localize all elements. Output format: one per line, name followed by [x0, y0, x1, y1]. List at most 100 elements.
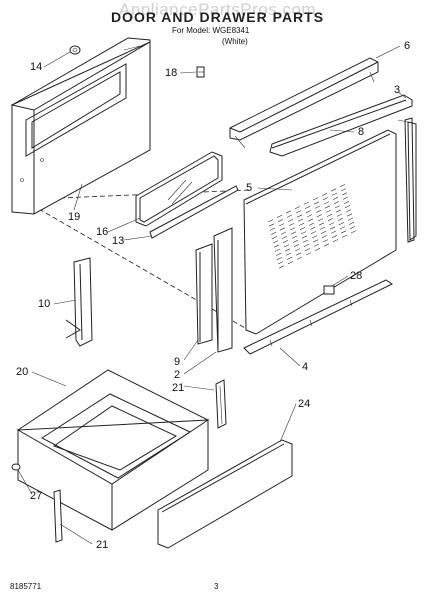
vent-slot [278, 223, 285, 227]
callout-14: 14 [30, 61, 43, 73]
callout-21-upper: 21 [172, 382, 185, 394]
vent-slot [340, 230, 347, 234]
vent-slot [339, 226, 346, 230]
part-9-door-rail [195, 243, 213, 345]
page-number: 3 [214, 582, 219, 591]
vent-slot [298, 222, 305, 226]
vent-slot [341, 234, 348, 238]
vent-slot [328, 222, 335, 226]
vent-slot [285, 210, 292, 214]
vent-slot [331, 192, 338, 196]
part-10-hinge [65, 257, 93, 347]
callout-27: 27 [30, 490, 43, 502]
callout-24: 24 [298, 398, 311, 410]
vent-slot [350, 230, 357, 234]
vent-slot [343, 200, 350, 204]
part-18-clip [196, 66, 205, 78]
part-27-screw [11, 463, 21, 471]
diagram-title: DOOR AND DRAWER PARTS [110, 9, 325, 25]
part-19-inner-door-frame [10, 37, 151, 215]
vent-slot [279, 227, 286, 231]
part-14-screw [69, 45, 81, 55]
vent-slot [306, 214, 313, 218]
vent-slot [287, 218, 294, 222]
vent-slot [349, 226, 356, 230]
callout-16: 16 [96, 226, 109, 238]
vent-slot [322, 239, 329, 243]
vent-slot [294, 206, 301, 210]
callout-5: 5 [246, 182, 253, 194]
vent-slot [289, 227, 296, 231]
part-20-drawer-body [16, 369, 210, 531]
part-24-drawer-panel [157, 439, 293, 549]
vent-slot [269, 227, 276, 231]
vent-slot [303, 243, 310, 247]
part-3-side-trim [404, 117, 417, 243]
vent-slot [284, 248, 291, 252]
part-5-outer-door-panel [243, 129, 397, 335]
vent-slot [345, 209, 352, 213]
vent-slot [286, 214, 293, 218]
callout-4: 4 [302, 361, 309, 373]
vent-slot [282, 240, 289, 244]
callout-3-upper: 3 [394, 84, 401, 96]
part-21-drawer-slide-lower [53, 489, 63, 543]
vent-slot [312, 239, 319, 243]
vent-slot [276, 214, 283, 218]
vent-slot [304, 205, 311, 209]
vent-slot [314, 247, 321, 251]
vent-slot [338, 222, 345, 226]
vent-slot [277, 261, 284, 265]
vent-slot [307, 218, 314, 222]
vent-slot [313, 201, 320, 205]
vent-slot [292, 239, 299, 243]
vent-slot [303, 201, 310, 205]
watermark: AppliancePartsPros.com [118, 0, 317, 19]
vent-slot [267, 219, 274, 223]
callout-8: 8 [358, 126, 365, 138]
callout-18: 18 [165, 67, 178, 79]
vent-slot [293, 244, 300, 248]
vent-slot [323, 201, 330, 205]
callout-21-lower: 21 [96, 539, 109, 551]
model-line: For Model: WGE8341 [172, 26, 250, 35]
vent-slot [346, 213, 353, 217]
vent-slot [341, 192, 348, 196]
vent-slot [281, 235, 288, 239]
vent-slot [320, 230, 327, 234]
vent-slot [312, 197, 319, 201]
vent-slot [278, 265, 285, 269]
vent-slot [329, 226, 336, 230]
vent-slot [333, 201, 340, 205]
part-6-door-trim [229, 57, 379, 149]
vent-slot [323, 243, 330, 247]
part-28-bracket [323, 285, 335, 295]
vent-slot [309, 226, 316, 230]
vent-slot [288, 223, 295, 227]
vent-slot [337, 217, 344, 221]
vent-slot [268, 223, 275, 227]
vent-slot [344, 205, 351, 209]
vent-slot [273, 244, 280, 248]
vent-slot [305, 252, 312, 256]
vent-slot [331, 234, 338, 238]
vent-slot [304, 248, 311, 252]
callout-10: 10 [38, 298, 51, 310]
callout-2: 2 [174, 369, 181, 381]
callout-13: 13 [112, 235, 125, 247]
vent-slot [342, 196, 349, 200]
vent-slot [348, 221, 355, 225]
vent-slot [310, 231, 317, 235]
vent-slot [336, 213, 343, 217]
callout-20: 20 [16, 366, 29, 378]
callout-19: 19 [68, 211, 81, 223]
vent-slot [270, 231, 277, 235]
vent-slot [276, 257, 283, 261]
vent-slot [295, 210, 302, 214]
vent-slot [340, 188, 347, 192]
vent-slot [295, 252, 302, 256]
vent-slot [327, 218, 334, 222]
callout-9: 9 [174, 356, 181, 368]
vent-slot [322, 197, 329, 201]
